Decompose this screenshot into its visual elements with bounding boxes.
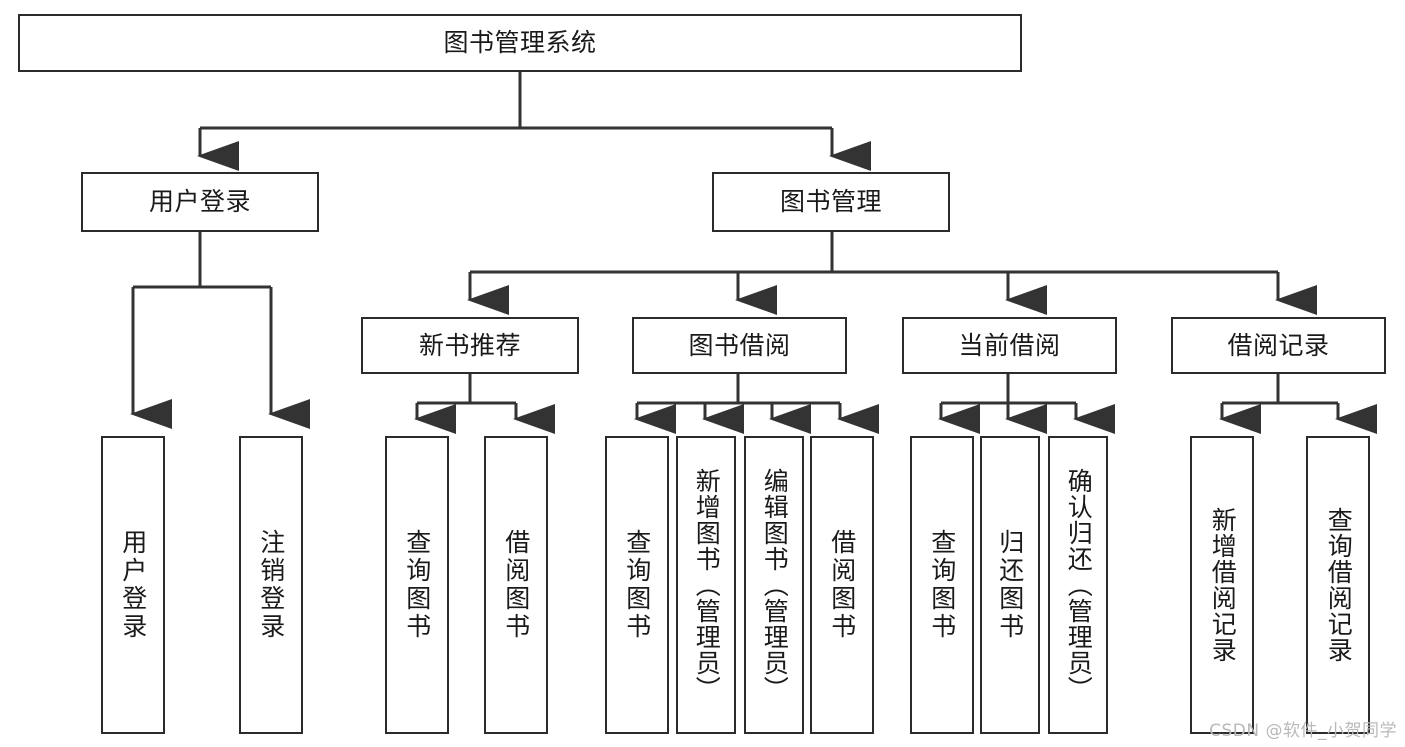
node-label: 借阅图书 (501, 529, 531, 641)
node-label: 编辑图书（管理员） (760, 468, 790, 702)
leaf-add-book[interactable]: 新增图书（管理员） (676, 436, 736, 734)
node-root-system[interactable]: 图书管理系统 (18, 14, 1022, 72)
leaf-borrow-book-recommend[interactable]: 借阅图书 (484, 436, 548, 734)
leaf-query-borrow-record[interactable]: 查询借阅记录 (1306, 436, 1370, 734)
leaf-confirm-return[interactable]: 确认归还（管理员） (1048, 436, 1108, 734)
node-label: 注销登录 (256, 529, 286, 641)
leaf-query-book-borrow[interactable]: 查询图书 (605, 436, 669, 734)
node-label: 图书借阅 (688, 330, 791, 360)
node-label: 当前借阅 (958, 330, 1061, 360)
node-current-borrow[interactable]: 当前借阅 (902, 317, 1117, 374)
node-label: 用户登录 (148, 187, 251, 217)
leaf-borrow-book[interactable]: 借阅图书 (810, 436, 874, 734)
node-book-manage[interactable]: 图书管理 (712, 172, 950, 232)
node-book-borrow[interactable]: 图书借阅 (632, 317, 847, 374)
node-label: 用户登录 (118, 529, 148, 641)
node-borrow-record[interactable]: 借阅记录 (1171, 317, 1386, 374)
node-label: 新增借阅记录 (1208, 507, 1238, 663)
node-user-login[interactable]: 用户登录 (81, 172, 319, 232)
leaf-query-book-recommend[interactable]: 查询图书 (385, 436, 449, 734)
node-label: 图书管理系统 (443, 28, 597, 58)
node-label: 查询图书 (927, 529, 957, 641)
node-label: 确认归还（管理员） (1064, 468, 1094, 702)
leaf-return-book[interactable]: 归还图书 (980, 436, 1040, 734)
node-label: 查询图书 (622, 529, 652, 641)
leaf-user-login[interactable]: 用户登录 (101, 436, 165, 734)
node-label: 新增图书（管理员） (692, 468, 722, 702)
node-label: 借阅图书 (827, 529, 857, 641)
leaf-logout-login[interactable]: 注销登录 (239, 436, 303, 734)
leaf-add-borrow-record[interactable]: 新增借阅记录 (1190, 436, 1254, 734)
leaf-query-book-current[interactable]: 查询图书 (910, 436, 974, 734)
node-new-book-recommend[interactable]: 新书推荐 (361, 317, 579, 374)
node-label: 查询图书 (402, 529, 432, 641)
leaf-edit-book[interactable]: 编辑图书（管理员） (744, 436, 804, 734)
node-label: 归还图书 (995, 529, 1025, 641)
node-label: 图书管理 (779, 187, 882, 217)
node-label: 查询借阅记录 (1324, 507, 1354, 663)
csdn-watermark: CSDN @软件_小贺同学 (1209, 721, 1397, 741)
node-label: 借阅记录 (1227, 330, 1330, 360)
node-label: 新书推荐 (418, 330, 521, 360)
